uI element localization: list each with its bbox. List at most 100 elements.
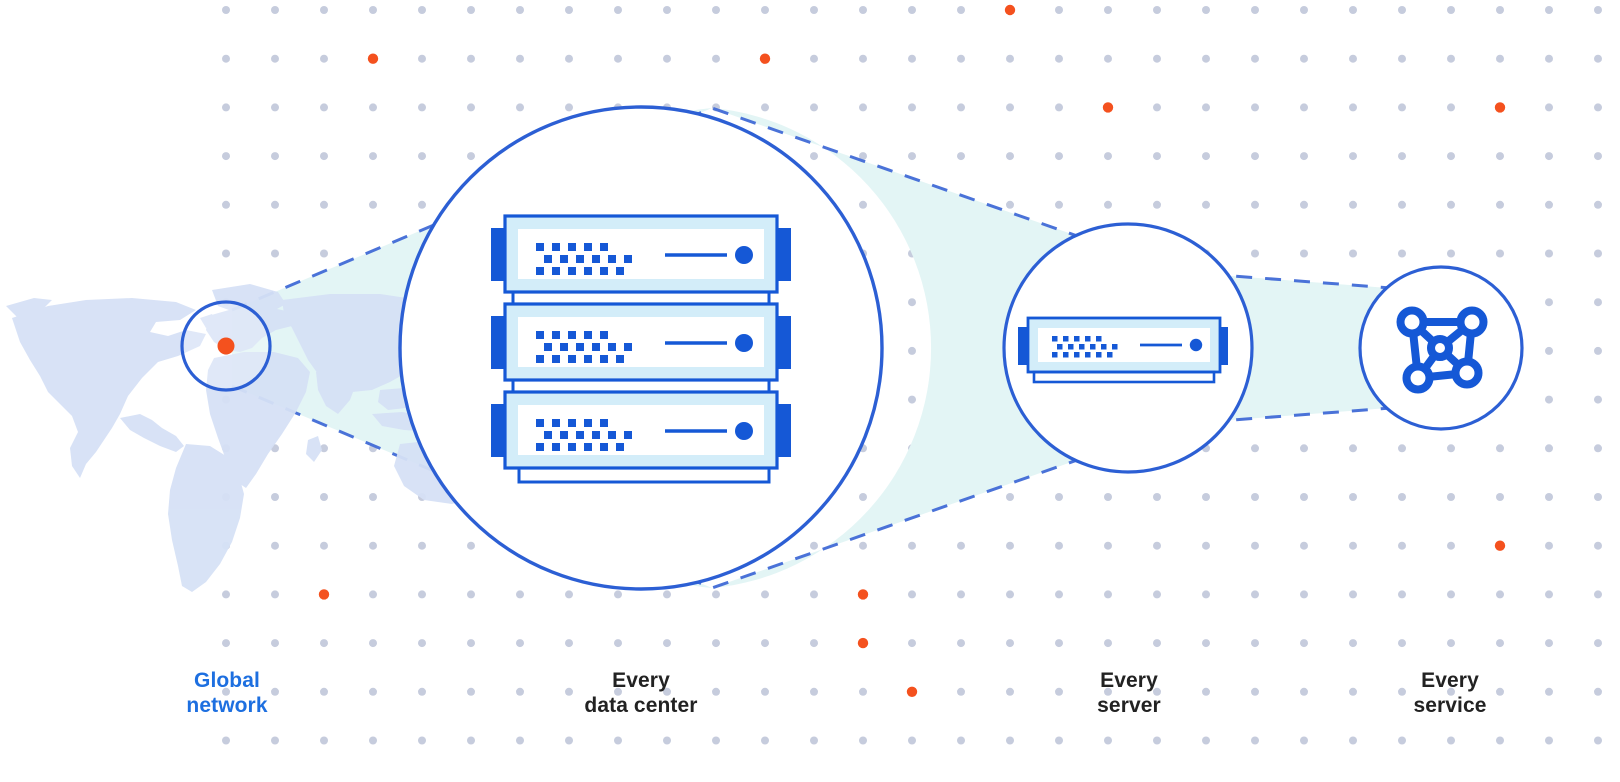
stage-every-service[interactable] (1358, 265, 1524, 431)
grid-dot (663, 736, 671, 745)
grid-dot (810, 6, 818, 14)
grid-dot (320, 6, 328, 14)
server-rack-icon (491, 214, 791, 484)
grid-dot (1055, 541, 1063, 550)
grid-dot (1349, 103, 1357, 112)
grid-dot (1251, 200, 1259, 209)
rack-status-led-3 (735, 422, 753, 440)
grid-dot (859, 152, 867, 161)
grid-dot (467, 639, 475, 648)
grid-dot (1153, 54, 1161, 63)
grid-dot (1594, 687, 1602, 696)
grid-dot (1447, 736, 1455, 745)
grid-dot (1594, 493, 1602, 501)
grid-dot (1251, 54, 1259, 63)
rack-unit-3 (491, 390, 791, 484)
grid-dot (1349, 541, 1357, 550)
grid-dot (1104, 639, 1112, 648)
grid-dot (957, 152, 965, 161)
grid-dot (1398, 541, 1406, 550)
grid-dot (1398, 736, 1406, 745)
grid-dot (1300, 54, 1308, 63)
grid-dot (859, 6, 867, 14)
grid-dot (663, 687, 671, 696)
grid-dot (1545, 590, 1553, 599)
grid-dot (1349, 6, 1357, 14)
stage-every-data-center[interactable] (398, 105, 884, 591)
rack-status-led-1 (735, 246, 753, 264)
grid-dot (957, 590, 965, 599)
grid-dot (222, 103, 230, 112)
grid-dot (614, 54, 622, 63)
grid-dot (1202, 687, 1210, 696)
grid-dot (1104, 687, 1112, 696)
grid-dot (957, 736, 965, 745)
grid-dot (1202, 200, 1210, 209)
grid-dot (271, 590, 279, 599)
grid-dot (957, 639, 965, 648)
grid-dot (1153, 152, 1161, 161)
grid-dot (1594, 298, 1602, 307)
grid-dot (1398, 200, 1406, 209)
grid-dot (222, 54, 230, 63)
grid-dot (418, 687, 426, 696)
grid-dot (565, 54, 573, 63)
grid-dot (1594, 54, 1602, 63)
grid-dot (1545, 152, 1553, 161)
map-madagascar (306, 436, 322, 462)
grid-dot (663, 590, 671, 599)
rack-unit-2 (491, 302, 791, 394)
grid-dot (369, 590, 377, 599)
grid-dot (320, 103, 328, 112)
grid-dot (1300, 639, 1308, 648)
grid-dot (1594, 200, 1602, 209)
grid-dot (957, 54, 965, 63)
grid-dot (418, 200, 426, 209)
grid-dot (908, 590, 916, 599)
grid-dot (1153, 541, 1161, 550)
grid-dot (1251, 736, 1259, 745)
grid-dot (467, 54, 475, 63)
grid-dot (369, 493, 377, 501)
grid-dot (810, 639, 818, 648)
grid-dot (222, 590, 230, 599)
grid-dot (1594, 590, 1602, 599)
grid-dot-accent (318, 589, 330, 600)
grid-dot (1006, 736, 1014, 745)
grid-dot (1594, 6, 1602, 14)
server-ports (1052, 336, 1118, 358)
grid-dot (810, 590, 818, 599)
grid-dot (369, 541, 377, 550)
grid-dot (1496, 200, 1504, 209)
grid-dot (222, 687, 230, 696)
grid-dot (712, 590, 720, 599)
grid-dot (516, 639, 524, 648)
grid-dot (957, 6, 965, 14)
rack-ports-1 (536, 243, 632, 275)
grid-dot (565, 103, 573, 112)
grid-dot (1300, 736, 1308, 745)
grid-dot (1251, 6, 1259, 14)
grid-dot (1104, 6, 1112, 14)
grid-dot (1202, 541, 1210, 550)
grid-dot (1006, 200, 1014, 209)
grid-dot (1202, 152, 1210, 161)
grid-dot (1349, 54, 1357, 63)
grid-dot (1545, 298, 1553, 307)
grid-dot (516, 6, 524, 14)
grid-dot (908, 103, 916, 112)
stage-every-server[interactable] (1002, 222, 1254, 474)
grid-dot (1496, 687, 1504, 696)
grid-dot (1300, 200, 1308, 209)
grid-dot (1300, 249, 1308, 258)
grid-dot (565, 6, 573, 14)
map-south-america (168, 444, 244, 592)
grid-dot (1349, 152, 1357, 161)
grid-dot (320, 639, 328, 648)
grid-dot (1006, 639, 1014, 648)
grid-dot (1300, 541, 1308, 550)
grid-dot (908, 54, 916, 63)
grid-dot (369, 152, 377, 161)
grid-dot (1300, 493, 1308, 501)
grid-dot (516, 736, 524, 745)
